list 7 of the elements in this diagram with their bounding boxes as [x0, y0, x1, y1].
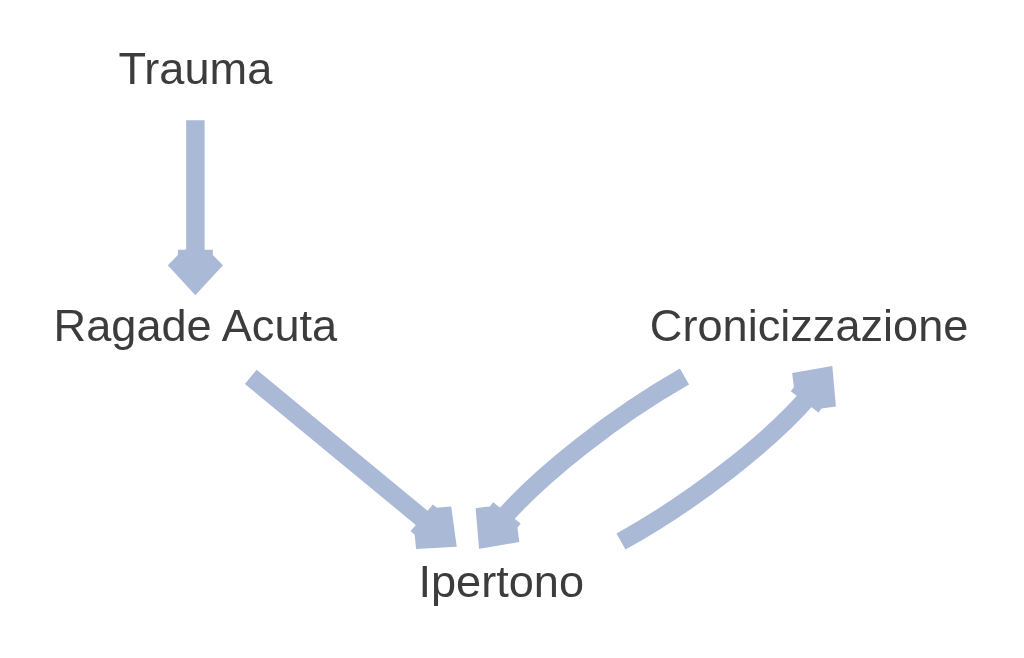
node-text: Ipertono	[418, 556, 585, 608]
arrow	[244, 369, 456, 550]
node-text: Cronicizzazione	[649, 299, 969, 351]
node-text: Ragade Acuta	[53, 299, 338, 351]
node-text: Trauma	[118, 42, 273, 94]
arrow	[475, 368, 690, 548]
arrow	[616, 367, 836, 550]
